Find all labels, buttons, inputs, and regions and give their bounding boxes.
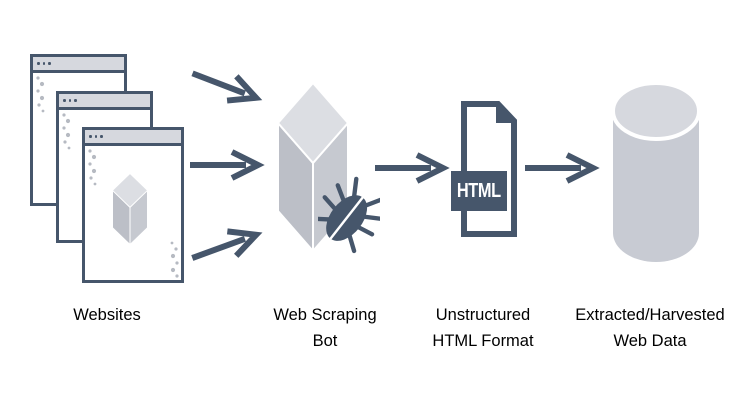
titlebar-dot-icon <box>48 61 51 66</box>
browser-window-front <box>82 127 184 283</box>
small-cube-icon <box>112 173 148 245</box>
window-titlebar <box>85 130 181 143</box>
arrow-bot-to-html <box>373 152 453 184</box>
html-badge-label: HTML <box>457 179 501 202</box>
window-titlebar <box>33 57 124 70</box>
titlebar-dot-icon <box>68 98 71 103</box>
window-content <box>85 146 181 280</box>
bug-icon <box>318 176 380 254</box>
corner-dots-icon <box>170 241 179 278</box>
label-web-scraping-bot: Web Scraping Bot <box>273 306 377 350</box>
titlebar-dot-icon <box>74 98 77 103</box>
arrow-websites-to-bot-top <box>185 58 271 117</box>
titlebar-dot-icon <box>63 98 66 103</box>
titlebar-dot-icon <box>89 134 92 139</box>
database-cylinder-icon <box>611 81 701 263</box>
label-unstructured-html: Unstructured HTML Format <box>432 306 534 350</box>
arrow-websites-to-bot-bottom <box>185 216 271 273</box>
corner-dots-icon <box>88 149 97 186</box>
window-titlebar <box>59 94 150 107</box>
html-document-icon: HTML <box>451 100 518 238</box>
titlebar-dot-icon <box>94 134 97 139</box>
html-badge: HTML <box>451 171 507 211</box>
corner-dots-icon <box>62 113 71 150</box>
corner-dots-icon <box>36 76 45 113</box>
arrow-html-to-data <box>523 152 603 184</box>
label-websites: Websites <box>73 306 141 324</box>
arrow-websites-to-bot-middle <box>188 149 268 181</box>
titlebar-dot-icon <box>100 134 103 139</box>
titlebar-dot-icon <box>42 61 45 66</box>
label-extracted-data: Extracted/Harvested Web Data <box>575 306 725 350</box>
titlebar-dot-icon <box>37 61 40 66</box>
